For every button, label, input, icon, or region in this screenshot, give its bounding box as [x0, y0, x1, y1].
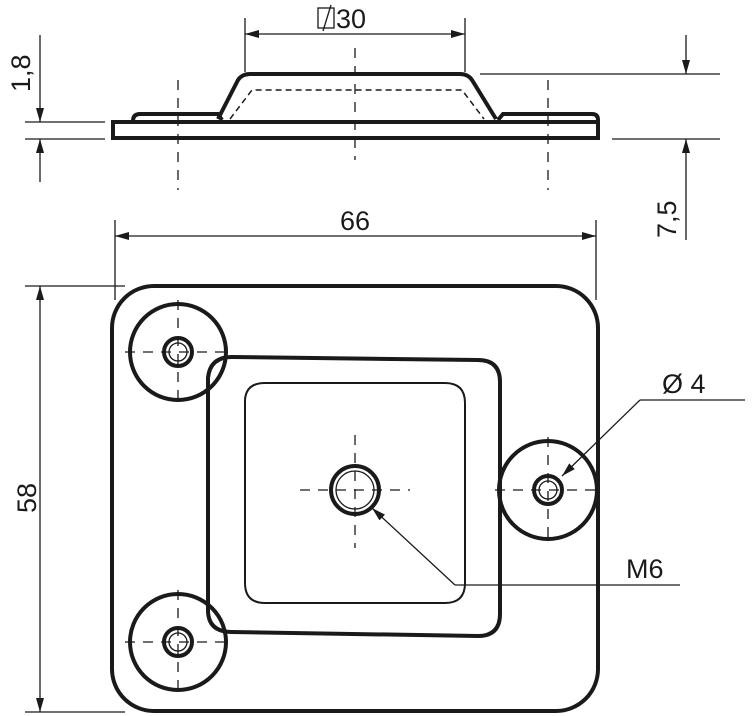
- hole-diameter-label: Ø 4: [662, 369, 706, 399]
- mounting-ear-right: [495, 437, 602, 544]
- front-view: [110, 284, 602, 713]
- dimension-width: 66: [114, 206, 597, 300]
- mounting-ear-bottom-left: [125, 590, 232, 695]
- callout-hole-diameter: Ø 4: [561, 369, 745, 477]
- dim-width-label: 66: [340, 206, 370, 236]
- dimension-depth: 58: [12, 285, 125, 713]
- side-view: [111, 48, 600, 190]
- square-symbol-icon: [317, 4, 335, 32]
- dim-height-label: 7,5: [652, 200, 682, 238]
- dimension-thickness: 1,8: [6, 35, 105, 182]
- dim-square-30-label: 30: [336, 4, 366, 34]
- center-threaded-hole: [300, 435, 410, 548]
- callout-thread: M6: [371, 507, 680, 586]
- dimension-height: 7,5: [480, 35, 720, 240]
- dimension-square-30: 30: [244, 4, 466, 72]
- thread-label: M6: [626, 554, 664, 584]
- dim-thickness-label: 1,8: [6, 54, 36, 92]
- dim-depth-label: 58: [12, 483, 42, 513]
- mounting-ear-top-left: [125, 300, 232, 405]
